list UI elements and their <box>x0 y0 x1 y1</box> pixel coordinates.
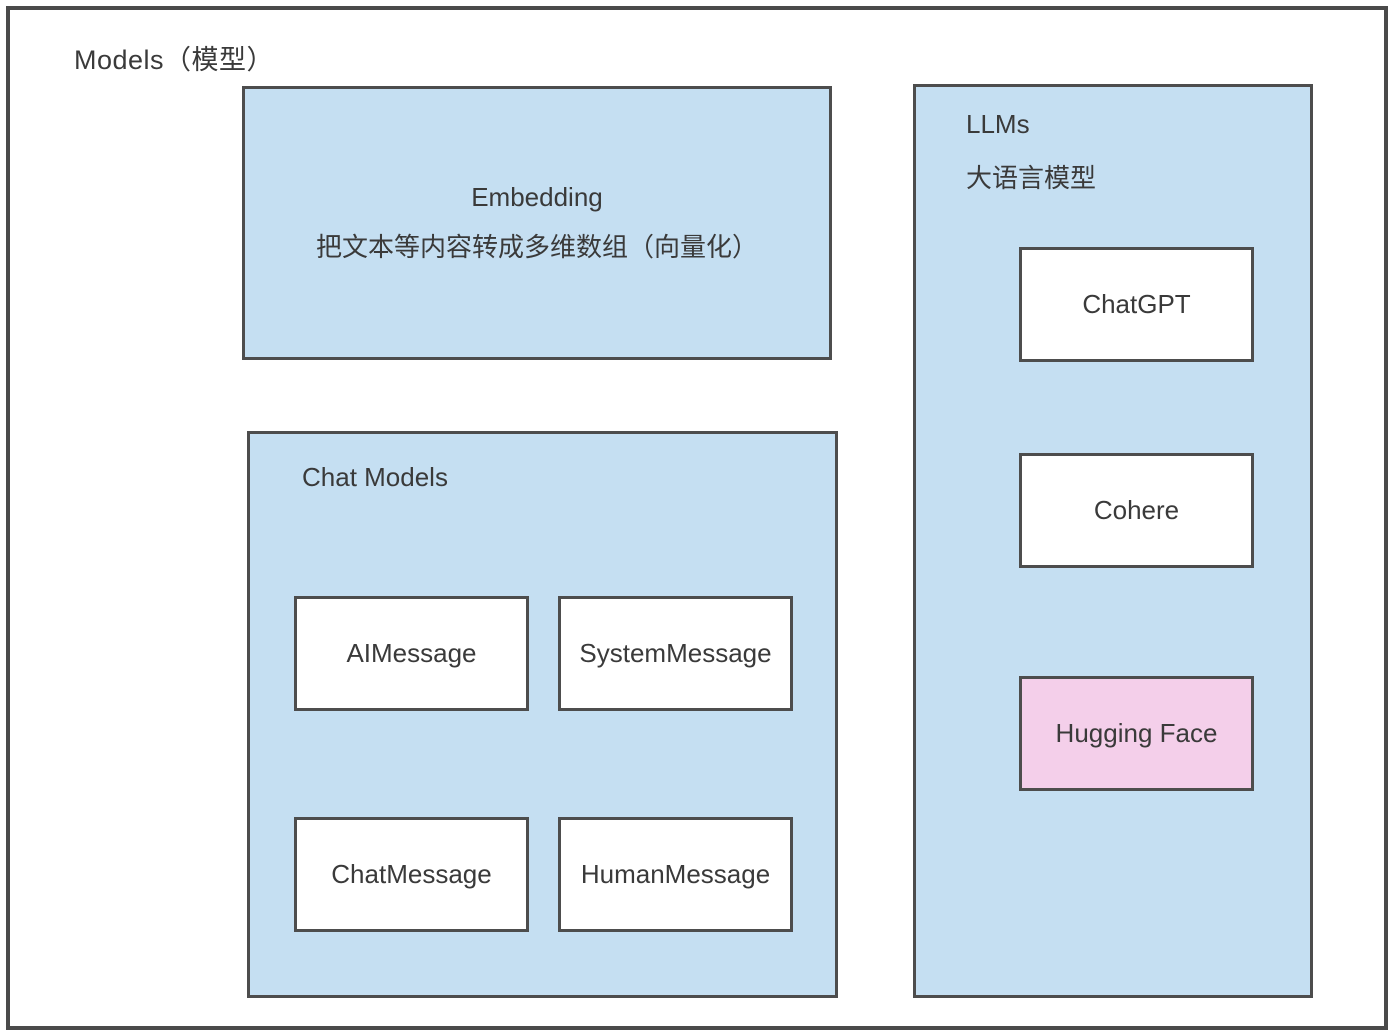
chat-models-box: Chat Models AIMessage SystemMessage Chat… <box>247 431 838 998</box>
embedding-title: Embedding <box>471 182 603 212</box>
models-title: Models（模型） <box>74 45 275 75</box>
node-humanmessage: HumanMessage <box>558 817 793 932</box>
node-chatgpt: ChatGPT <box>1019 247 1254 362</box>
node-cohere: Cohere <box>1019 453 1254 568</box>
node-hugging-face: Hugging Face <box>1019 676 1254 791</box>
node-chatmessage: ChatMessage <box>294 817 529 932</box>
llms-box: LLMs 大语言模型 ChatGPT Cohere Hugging Face <box>913 84 1313 998</box>
embedding-box: Embedding 把文本等内容转成多维数组（向量化） <box>242 86 832 360</box>
node-aimessage: AIMessage <box>294 596 529 711</box>
llms-title: LLMs <box>966 109 1030 139</box>
llms-subtitle: 大语言模型 <box>966 163 1097 193</box>
models-container: Models（模型） Embedding 把文本等内容转成多维数组（向量化） C… <box>6 6 1388 1030</box>
embedding-subtitle: 把文本等内容转成多维数组（向量化） <box>315 232 758 262</box>
chat-models-title: Chat Models <box>302 462 448 492</box>
node-systemmessage: SystemMessage <box>558 596 793 711</box>
